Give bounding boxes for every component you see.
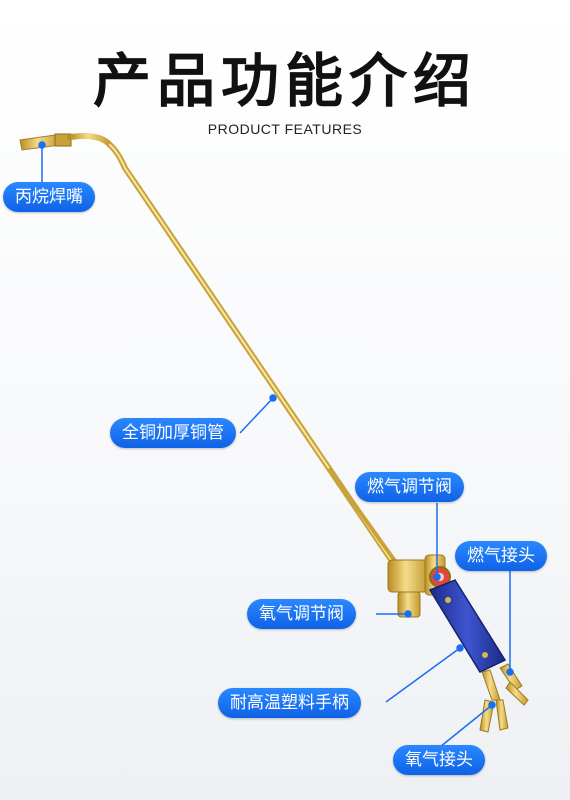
label-oxygen-valve: 氧气调节阀 — [247, 599, 356, 629]
label-oxygen-connector: 氧气接头 — [393, 745, 485, 775]
connectors — [479, 663, 529, 733]
page-subtitle: PRODUCT FEATURES — [207, 121, 363, 137]
label-copper-tube: 全铜加厚铜管 — [110, 418, 236, 448]
label-nozzle: 丙烷焊嘴 — [3, 182, 95, 212]
label-handle: 耐高温塑料手柄 — [218, 688, 361, 718]
page-title: 产品功能介绍 — [92, 47, 477, 115]
label-gas-valve: 燃气调节阀 — [355, 472, 464, 502]
blue-handle — [428, 579, 507, 673]
label-gas-connector: 燃气接头 — [455, 541, 547, 571]
nozzle — [19, 133, 113, 151]
